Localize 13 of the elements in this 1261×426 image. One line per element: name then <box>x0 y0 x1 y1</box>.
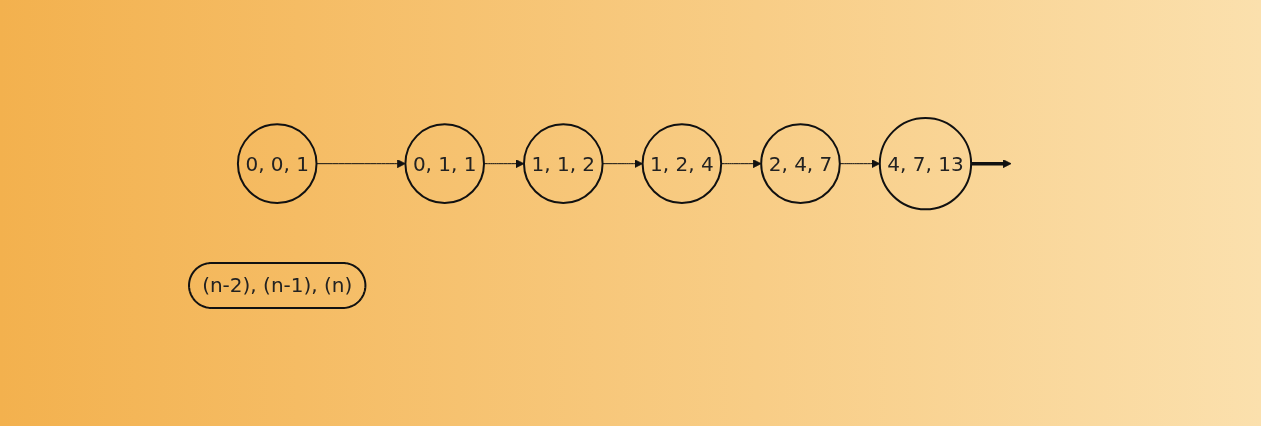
arrow <box>316 159 407 169</box>
node-text: (n-2), (n-1), (n) <box>202 273 353 298</box>
arrow <box>483 159 525 169</box>
node-circle: 2, 4, 7 <box>760 123 842 204</box>
arrow <box>602 159 644 169</box>
node-circle: 4, 7, 13 <box>879 117 973 211</box>
arrow <box>839 159 881 169</box>
node-circle: 0, 1, 1 <box>404 123 486 204</box>
arrow <box>721 159 762 169</box>
node-circle: 1, 2, 4 <box>642 123 723 204</box>
node-circle: 1, 1, 2 <box>523 123 604 204</box>
arrow <box>971 159 1012 169</box>
node-circle: 0, 0, 1 <box>237 123 318 204</box>
